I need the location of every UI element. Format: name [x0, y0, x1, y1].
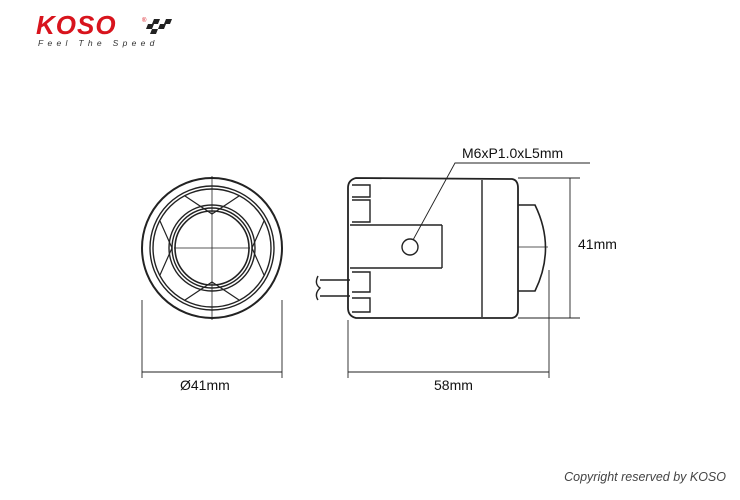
front-view [141, 176, 283, 320]
length-label: 58mm [434, 377, 473, 393]
side-view [315, 177, 548, 319]
thread-spec-label: M6xP1.0xL5mm [462, 145, 564, 161]
koso-logo: KOSO ® [36, 10, 172, 40]
svg-text:®: ® [142, 17, 147, 24]
height-label: 41mm [578, 236, 617, 252]
dimension-lines [141, 162, 590, 378]
copyright-text: Copyright reserved by KOSO [564, 470, 726, 484]
logo-tagline: Feel The Speed [38, 38, 159, 48]
checkered-flag-icon: ® [142, 17, 172, 34]
diameter-label: Ø41mm [180, 377, 230, 393]
logo-wordmark: KOSO [36, 10, 117, 40]
